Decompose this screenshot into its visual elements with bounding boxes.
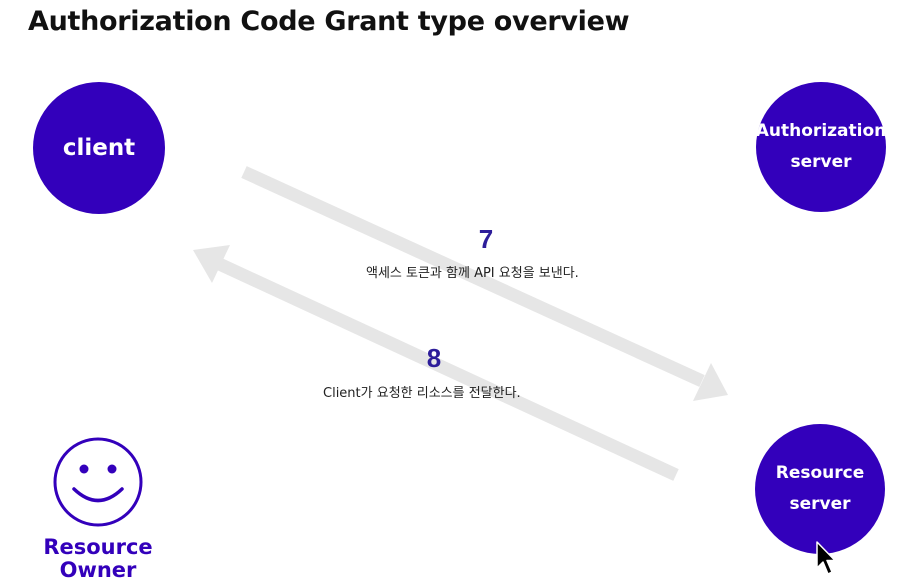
- resource-owner-label-line1: Resource: [43, 535, 153, 559]
- resource-owner-label: Resource Owner: [38, 536, 158, 582]
- client-node: client: [33, 82, 165, 214]
- arrow-step8: [193, 245, 679, 481]
- step8-number: 8: [426, 343, 442, 373]
- resource-server-node: Resource server: [755, 424, 885, 554]
- resource-server-label-line2: server: [789, 494, 851, 514]
- arrow-step7: [241, 166, 728, 401]
- step7-description: 액세스 토큰과 함께 API 요청을 보낸다.: [366, 266, 579, 281]
- authorization-server-label-line1: Authorization: [755, 121, 887, 141]
- authorization-server-label-line2: server: [790, 152, 852, 172]
- resource-owner-label-line2: Owner: [59, 558, 137, 582]
- page-title: Authorization Code Grant type overview: [28, 6, 630, 37]
- authorization-server-node: Authorization server: [756, 82, 886, 212]
- step7-number: 7: [478, 224, 494, 254]
- mouse-pointer-icon: [816, 541, 836, 575]
- resource-server-label-line1: Resource: [775, 463, 865, 483]
- resource-owner: Resource Owner: [38, 436, 158, 582]
- client-label: client: [62, 135, 136, 161]
- smiley-face-icon: [53, 437, 143, 527]
- step8-description: Client가 요청한 리소스를 전달한다.: [323, 386, 521, 401]
